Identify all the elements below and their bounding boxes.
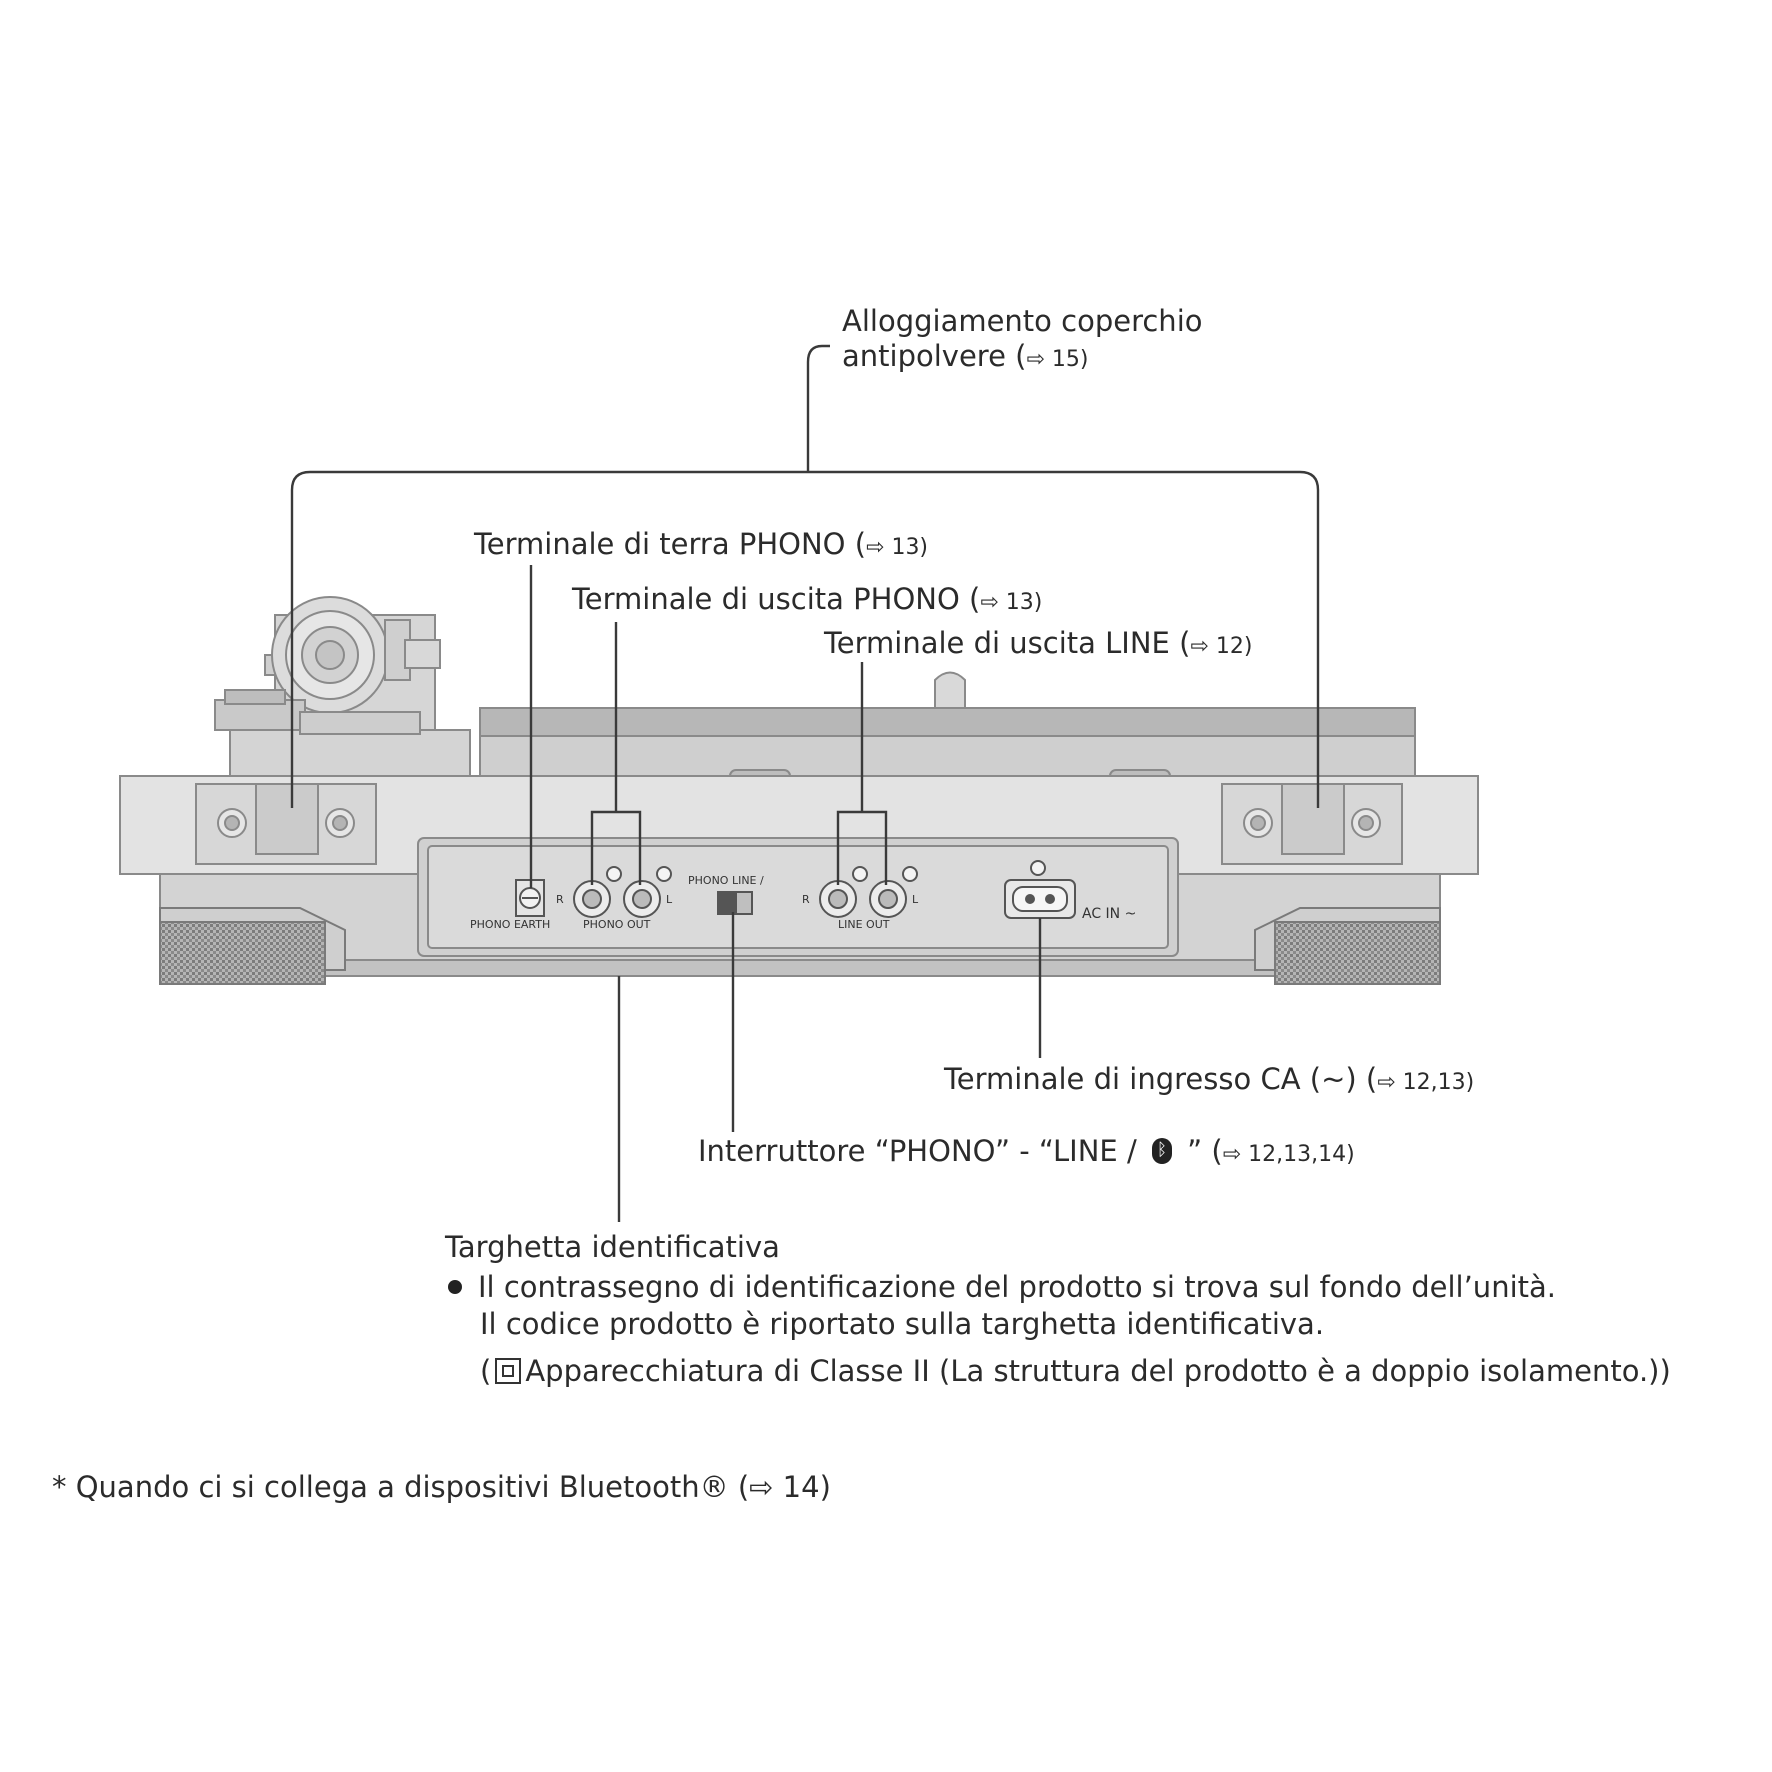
- line-r-marking: R: [802, 893, 810, 906]
- tonearm-assembly: [214, 596, 471, 781]
- leader-lines: [290, 344, 1320, 1222]
- bullet-icon: [448, 1280, 462, 1294]
- class-ii-text: Apparecchiatura di Classe II (La struttu…: [525, 1354, 1671, 1388]
- panel-markings: PHONO EARTH PHONO OUT PHONO LINE / LINE …: [470, 874, 1136, 931]
- line-l-marking: L: [912, 893, 919, 906]
- nameplate-label: Targhetta identificativa: [445, 1230, 780, 1264]
- class-ii-icon: [495, 1358, 522, 1384]
- phono-r-marking: R: [556, 893, 564, 906]
- ac-in-label: Terminale di ingresso CA (~) (⇨ 12,13): [944, 1062, 1474, 1097]
- ac-in-marking: AC IN ~: [1082, 906, 1136, 922]
- bluetooth-icon: [1151, 1138, 1172, 1164]
- line-out-marking: LINE OUT: [838, 918, 890, 931]
- phono-l-marking: L: [666, 893, 673, 906]
- ac-in-ref: ⇨ 12,13): [1377, 1070, 1475, 1095]
- class-ii-open: (: [480, 1354, 492, 1388]
- phono-out-ref: ⇨ 13): [980, 590, 1043, 615]
- switch-ref: ⇨ 12,13,14): [1222, 1142, 1355, 1167]
- footnote: * Quando ci si collega a dispositivi Blu…: [52, 1470, 831, 1504]
- line-out-ref: ⇨ 12): [1190, 634, 1253, 659]
- phono-earth-marking: PHONO EARTH: [470, 918, 550, 931]
- phono-out-label: Terminale di uscita PHONO (⇨ 13): [572, 582, 1042, 617]
- line-out-label: Terminale di uscita LINE (⇨ 12): [824, 626, 1252, 661]
- nameplate-note-1-text: Il contrassegno di identificazione del p…: [478, 1270, 1556, 1304]
- switch-label-text: Interruttore “PHONO” - “LINE /: [698, 1134, 1146, 1168]
- dust-cover-label: Alloggiamento coperchio antipolvere (⇨ 1…: [842, 304, 1203, 374]
- switch-label-text-after: ” (: [1177, 1134, 1223, 1168]
- dust-cover-ref: ⇨ 15): [1026, 346, 1089, 372]
- rear-panel-connectors: [515, 860, 1076, 919]
- phono-earth-label-text: Terminale di terra PHONO (: [474, 527, 867, 561]
- feet: [159, 907, 1441, 985]
- nameplate-note-2: Il codice prodotto è riportato sulla tar…: [480, 1307, 1325, 1341]
- phono-out-label-text: Terminale di uscita PHONO (: [572, 582, 981, 616]
- phono-earth-label: Terminale di terra PHONO (⇨ 13): [474, 527, 928, 562]
- dust-cover-label-line1: Alloggiamento coperchio: [842, 304, 1203, 338]
- class-ii-note: ( Apparecchiatura di Classe II (La strutt…: [480, 1354, 1671, 1389]
- platter: [479, 671, 1416, 783]
- phono-out-marking: PHONO OUT: [583, 918, 651, 931]
- switch-label: Interruttore “PHONO” - “LINE / ” (⇨ 12,1…: [698, 1134, 1355, 1169]
- phono-earth-ref: ⇨ 13): [866, 535, 929, 560]
- nameplate-note-1: Il contrassegno di identificazione del p…: [448, 1270, 1556, 1305]
- line-out-label-text: Terminale di uscita LINE (: [824, 626, 1191, 660]
- switch-marking: PHONO LINE /: [688, 874, 764, 887]
- dust-cover-label-line2: antipolvere (: [842, 338, 1027, 373]
- ac-in-label-text: Terminale di ingresso CA (~) (: [944, 1062, 1378, 1096]
